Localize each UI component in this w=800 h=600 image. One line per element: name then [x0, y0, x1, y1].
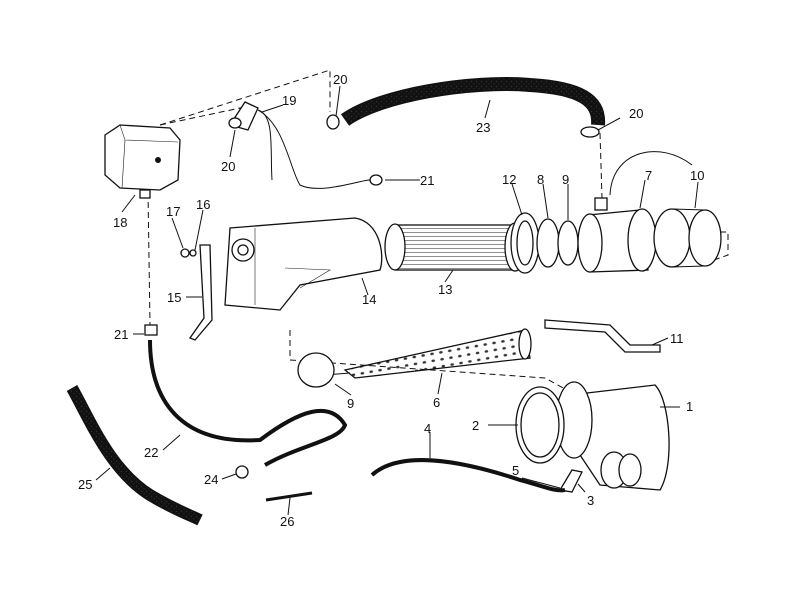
elbow-part — [558, 469, 583, 493]
callout-labels: 1 2 3 4 5 6 7 8 9 9 10 11 12 13 14 15 16… — [78, 72, 704, 529]
bracket-part — [180, 244, 213, 341]
washer-part — [235, 465, 249, 479]
housing-part — [577, 151, 693, 273]
callout-5: 5 — [512, 463, 519, 478]
clamp-parts — [144, 114, 383, 336]
seal-rings-part — [510, 212, 579, 274]
callout-20-left: 20 — [221, 159, 235, 174]
callout-15: 15 — [167, 290, 181, 305]
reservoir-part — [104, 124, 181, 199]
callout-12: 12 — [502, 172, 516, 187]
filter-element-part — [384, 222, 526, 272]
callout-21-left: 21 — [114, 327, 128, 342]
side-hose-part — [66, 385, 203, 526]
callout-13: 13 — [438, 282, 452, 297]
callout-14: 14 — [362, 292, 376, 307]
callout-8: 8 — [537, 172, 544, 187]
intake-housing-part — [555, 381, 670, 491]
rod-part — [544, 319, 661, 353]
callout-23: 23 — [476, 120, 490, 135]
callout-26: 26 — [280, 514, 294, 529]
callout-11: 11 — [670, 331, 684, 346]
callout-22: 22 — [144, 445, 158, 460]
callout-10: 10 — [690, 168, 704, 183]
callout-9-upper: 9 — [562, 172, 569, 187]
leader-lines — [95, 85, 699, 516]
callout-3: 3 — [587, 493, 594, 508]
callout-9-lower: 9 — [347, 396, 354, 411]
callout-4: 4 — [424, 421, 431, 436]
callout-16: 16 — [196, 197, 210, 212]
callout-20-top: 20 — [333, 72, 347, 87]
callout-21-mid: 21 — [420, 173, 434, 188]
callout-17: 17 — [166, 204, 180, 219]
callout-25: 25 — [78, 477, 92, 492]
callout-6: 6 — [433, 395, 440, 410]
o-ring-part — [297, 352, 335, 388]
callout-7: 7 — [645, 168, 652, 183]
callout-18: 18 — [113, 215, 127, 230]
drain-hose-part — [370, 458, 566, 493]
callout-1: 1 — [686, 399, 693, 414]
air-box-part — [224, 217, 383, 311]
callout-2: 2 — [472, 418, 479, 433]
callout-20-right: 20 — [629, 106, 643, 121]
callout-19: 19 — [282, 93, 296, 108]
long-tube-part — [148, 339, 348, 467]
callout-24: 24 — [204, 472, 218, 487]
pin-part — [265, 491, 313, 502]
end-ring-part — [653, 208, 722, 268]
perforated-tube-part — [324, 328, 532, 379]
